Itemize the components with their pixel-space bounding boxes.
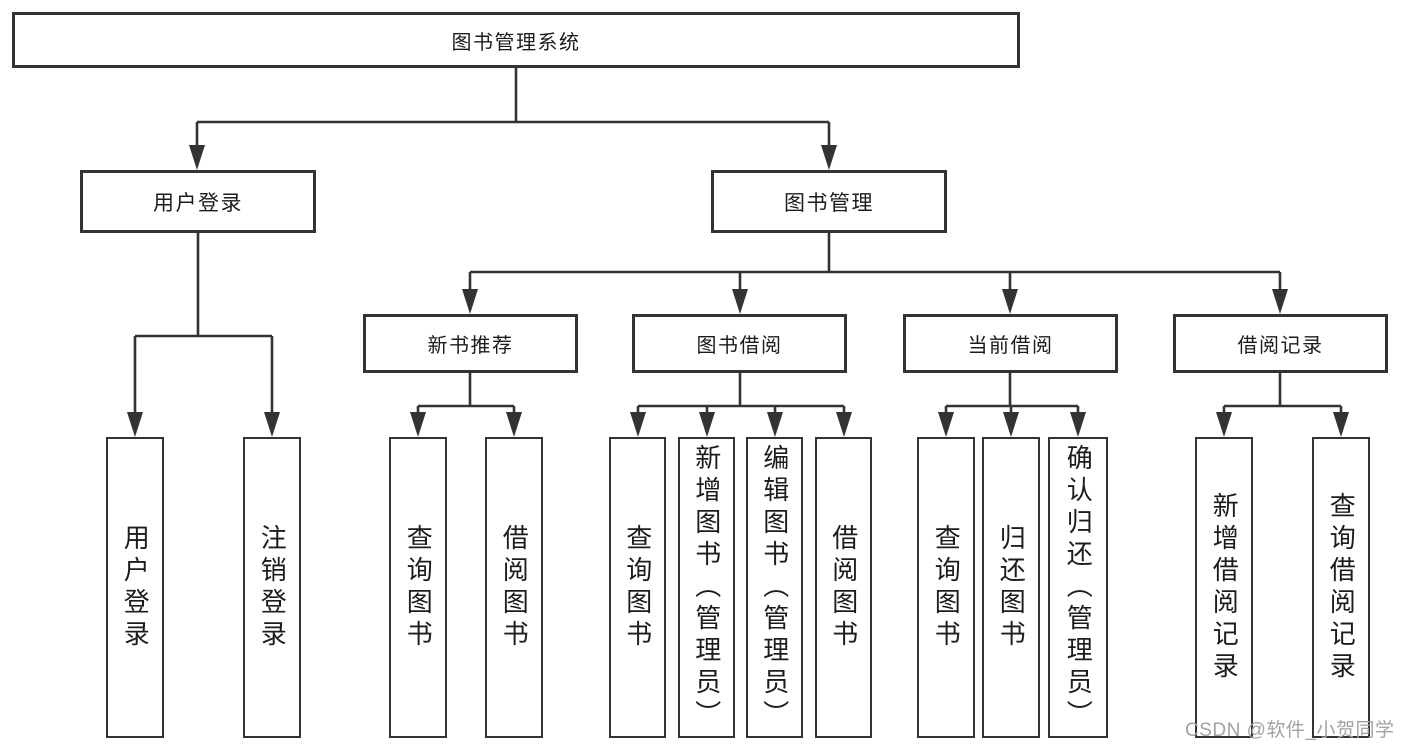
node-label: 图书借阅 (696, 335, 783, 357)
leaf-label: 归还图书 (996, 523, 1027, 652)
leaf-label: 编辑图书（管理员） (759, 443, 790, 732)
leaf-recommend-query-books: 查询图书 (389, 437, 447, 738)
node-book-borrow: 图书借阅 (632, 314, 847, 373)
leaf-records-add-record: 新增借阅记录 (1195, 437, 1253, 738)
tree-connector-path (133, 68, 1343, 433)
node-borrow-records: 借阅记录 (1173, 314, 1388, 373)
node-label: 新书推荐 (427, 335, 514, 357)
leaf-recommend-borrow-books: 借阅图书 (485, 437, 543, 738)
node-label: 当前借阅 (967, 335, 1054, 357)
node-label: 用户登录 (153, 191, 243, 215)
leaf-label: 查询借阅记录 (1326, 491, 1357, 684)
leaf-logout: 注销登录 (243, 437, 301, 738)
leaf-borrow-add-books-admin: 新增图书（管理员） (678, 437, 735, 738)
leaf-label: 借阅图书 (828, 523, 859, 652)
node-library-system: 图书管理系统 (12, 12, 1020, 68)
leaf-label: 查询图书 (931, 523, 962, 652)
leaf-label: 用户登录 (120, 523, 151, 652)
leaf-current-query-books: 查询图书 (917, 437, 975, 738)
node-label: 借阅记录 (1237, 335, 1324, 357)
leaf-borrow-borrow-books: 借阅图书 (815, 437, 872, 738)
node-label: 图书管理系统 (451, 31, 581, 54)
leaf-borrow-edit-books-admin: 编辑图书（管理员） (746, 437, 803, 738)
node-new-book-recommend: 新书推荐 (363, 314, 578, 373)
node-user-login: 用户登录 (80, 170, 316, 233)
node-current-borrow: 当前借阅 (903, 314, 1118, 373)
leaf-label: 借阅图书 (499, 523, 530, 652)
node-book-management: 图书管理 (711, 170, 947, 233)
leaf-borrow-query-books: 查询图书 (609, 437, 666, 738)
leaf-label: 新增图书（管理员） (691, 443, 722, 732)
watermark: CSDN @软件_小贺同学 (1185, 720, 1395, 741)
leaf-label: 注销登录 (257, 523, 288, 652)
leaf-label: 查询图书 (622, 523, 653, 652)
arrowhead-icons (127, 145, 1349, 437)
leaf-label: 新增借阅记录 (1209, 491, 1240, 684)
leaf-records-query-record: 查询借阅记录 (1312, 437, 1370, 738)
leaf-user-login: 用户登录 (106, 437, 164, 738)
leaf-label: 确认归还（管理员） (1063, 443, 1094, 732)
leaf-label: 查询图书 (403, 523, 434, 652)
node-label: 图书管理 (784, 191, 874, 215)
leaf-current-return-books: 归还图书 (982, 437, 1040, 738)
leaf-current-confirm-return-admin: 确认归还（管理员） (1048, 437, 1108, 738)
